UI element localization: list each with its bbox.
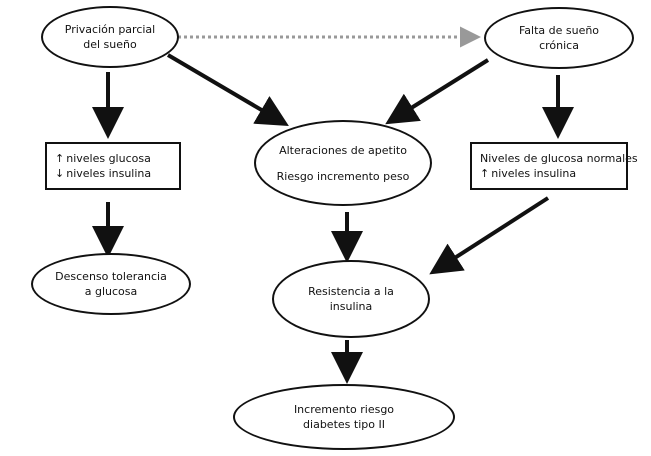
node-text-line: Riesgo incremento peso	[276, 169, 410, 183]
node-text: niveles insulina	[66, 167, 152, 180]
node-privacion-parcial: Privación parcial del sueño	[41, 6, 179, 68]
node-text-line: insulina	[329, 300, 373, 313]
node-text-line: diabetes tipo II	[303, 418, 385, 431]
node-text-line: del sueño	[83, 38, 137, 51]
node-resistencia-insulina: Resistencia a la insulina	[272, 260, 430, 338]
node-text-line: ↓niveles insulina	[55, 166, 151, 181]
node-text: niveles glucosa	[66, 152, 151, 165]
node-text-line: Falta de sueño	[518, 24, 600, 37]
arrow-privacion-to-apetito	[166, 53, 289, 127]
node-text-line: Niveles de glucosa normales	[480, 151, 638, 166]
node-text: Niveles de glucosa normales	[480, 152, 638, 165]
arrow-down-icon: ↓	[55, 167, 65, 180]
node-text-line: Alteraciones de apetito	[279, 143, 407, 157]
node-text-line: a glucosa	[84, 285, 138, 298]
arrow-glucosa-normal-to-resistencia	[429, 196, 550, 275]
node-text-line: ↑niveles glucosa	[55, 151, 151, 166]
node-text-line: ↑niveles insulina	[480, 166, 576, 181]
node-text: niveles insulina	[491, 167, 577, 180]
node-incremento-riesgo-diabetes: Incremento riesgo diabetes tipo II	[233, 384, 455, 450]
arrow-falta-to-apetito	[385, 58, 490, 125]
node-text-line: Descenso tolerancia	[55, 270, 167, 283]
node-text-line: Resistencia a la	[308, 285, 394, 298]
node-text-line: Privación parcial	[64, 23, 156, 36]
node-niveles-glucosa-altos: ↑niveles glucosa↓niveles insulina	[45, 142, 181, 190]
node-niveles-glucosa-normales: Niveles de glucosa normales↑niveles insu…	[470, 142, 638, 190]
node-text-line: Incremento riesgo	[293, 403, 395, 416]
node-falta-de-sueno-cronica: Falta de sueño crónica	[484, 7, 634, 69]
arrow-up-icon: ↑	[480, 167, 490, 180]
arrow-up-icon: ↑	[55, 152, 65, 165]
node-descenso-tolerancia: Descenso tolerancia a glucosa	[31, 253, 191, 315]
node-text-line: crónica	[539, 39, 579, 52]
